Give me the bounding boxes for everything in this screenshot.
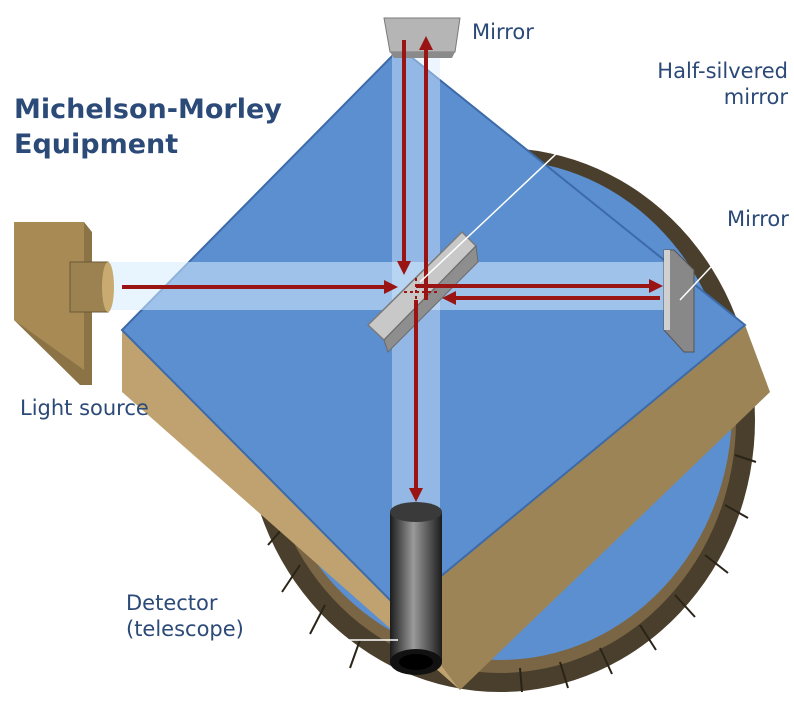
detector-telescope: [390, 502, 442, 675]
title-line2: Equipment: [14, 129, 179, 160]
label-detector: Detector (telescope): [126, 590, 244, 642]
detector-line2: (telescope): [126, 617, 244, 641]
title-line1: Michelson-Morley: [14, 94, 282, 125]
beam-arrows: [122, 36, 663, 502]
right-mirror: [663, 249, 695, 353]
half-silvered-line2: mirror: [723, 85, 788, 109]
top-mirror: [383, 17, 461, 58]
label-top-mirror: Mirror: [472, 20, 534, 44]
beam-crosshair: [404, 278, 440, 308]
label-leaders: [260, 74, 739, 641]
half-silvered-line1: Half-silvered: [657, 59, 788, 83]
diagram-title: Michelson-Morley Equipment: [14, 92, 282, 162]
label-half-silvered-mirror: Half-silvered mirror: [657, 58, 788, 110]
label-right-mirror: Mirror: [727, 207, 789, 231]
label-light-source: Light source: [20, 396, 149, 420]
light-source: [14, 222, 114, 385]
detector-line1: Detector: [126, 591, 218, 615]
square-platform: [120, 46, 770, 690]
